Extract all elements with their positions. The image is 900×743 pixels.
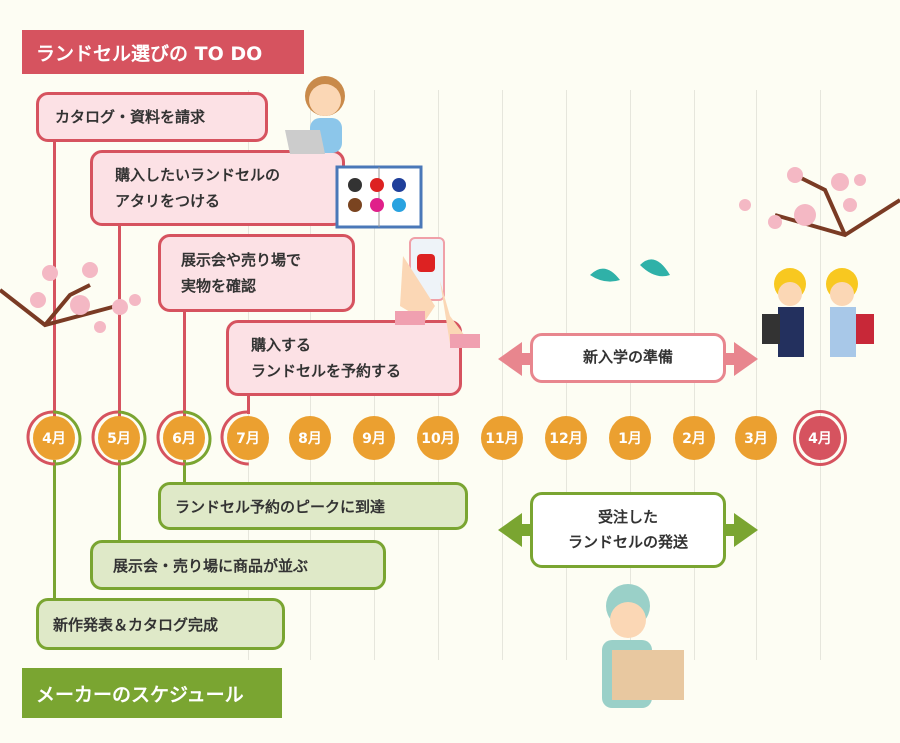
shipping-text: 受注した xyxy=(597,507,658,526)
month-sep: 9月 xyxy=(353,416,395,460)
month-nov: 11月 xyxy=(481,416,523,460)
month-jan: 1月 xyxy=(609,416,651,460)
month-aug: 8月 xyxy=(289,416,331,460)
month-jun: 6月 xyxy=(163,416,205,460)
maker-new-catalog: 新作発表＆カタログ完成 xyxy=(36,598,285,650)
connector xyxy=(247,394,250,414)
todo-see-in-person: 展示会や売り場で実物を確認 xyxy=(158,234,355,312)
month-apr: 4月 xyxy=(33,416,75,460)
month-ring xyxy=(793,410,847,466)
maker-title: メーカーのスケジュール xyxy=(22,668,282,718)
cherry-blossom-branch xyxy=(0,262,141,333)
phone-hand-illustration xyxy=(395,237,480,348)
woman-laptop-illustration xyxy=(285,76,345,154)
todo-request-catalog: カタログ・資料を請求 xyxy=(36,92,268,142)
todo-text: 購入する xyxy=(251,335,312,354)
connector xyxy=(118,224,121,420)
maker-products-in-stores: 展示会・売り場に商品が並ぶ xyxy=(90,540,386,590)
todo-text: 実物を確認 xyxy=(181,277,257,295)
month-apr-next: 4月 xyxy=(799,416,841,460)
maker-peak-reservations: ランドセル予約のピークに到達 xyxy=(158,482,468,530)
month-jul: 7月 xyxy=(227,416,269,460)
connector xyxy=(183,460,186,484)
month-may: 5月 xyxy=(98,416,140,460)
connector xyxy=(118,460,121,542)
schoolchildren-illustration xyxy=(762,268,874,357)
prep-text: 新入学の準備 xyxy=(582,348,673,367)
connector xyxy=(183,310,186,420)
todo-text: 展示会や売り場で xyxy=(181,250,302,269)
birds-illustration xyxy=(590,259,670,282)
todo-reserve: 購入するランドセルを予約する xyxy=(226,320,462,396)
todo-text: 購入したいランドセルの xyxy=(115,165,281,184)
todo-text: カタログ・資料を請求 xyxy=(55,107,206,126)
month-oct: 10月 xyxy=(417,416,459,460)
todo-shortlist: 購入したいランドセルのアタリをつける xyxy=(90,150,345,226)
prep-label: 新入学の準備 xyxy=(530,333,726,383)
shipping-label: 受注したランドセルの発送 xyxy=(530,492,726,568)
todo-text: アタリをつける xyxy=(115,192,221,210)
todo-text: ランドセルを予約する xyxy=(251,362,402,380)
month-mar: 3月 xyxy=(735,416,777,460)
todo-title: ランドセル選びの TO DO xyxy=(22,30,304,74)
delivery-worker-illustration xyxy=(602,584,684,708)
connector xyxy=(53,140,56,420)
catalog-book-illustration xyxy=(335,165,423,229)
connector xyxy=(53,460,56,600)
month-dec: 12月 xyxy=(545,416,587,460)
shipping-text: ランドセルの発送 xyxy=(567,533,688,551)
cherry-blossom-branch xyxy=(739,167,900,238)
month-feb: 2月 xyxy=(673,416,715,460)
